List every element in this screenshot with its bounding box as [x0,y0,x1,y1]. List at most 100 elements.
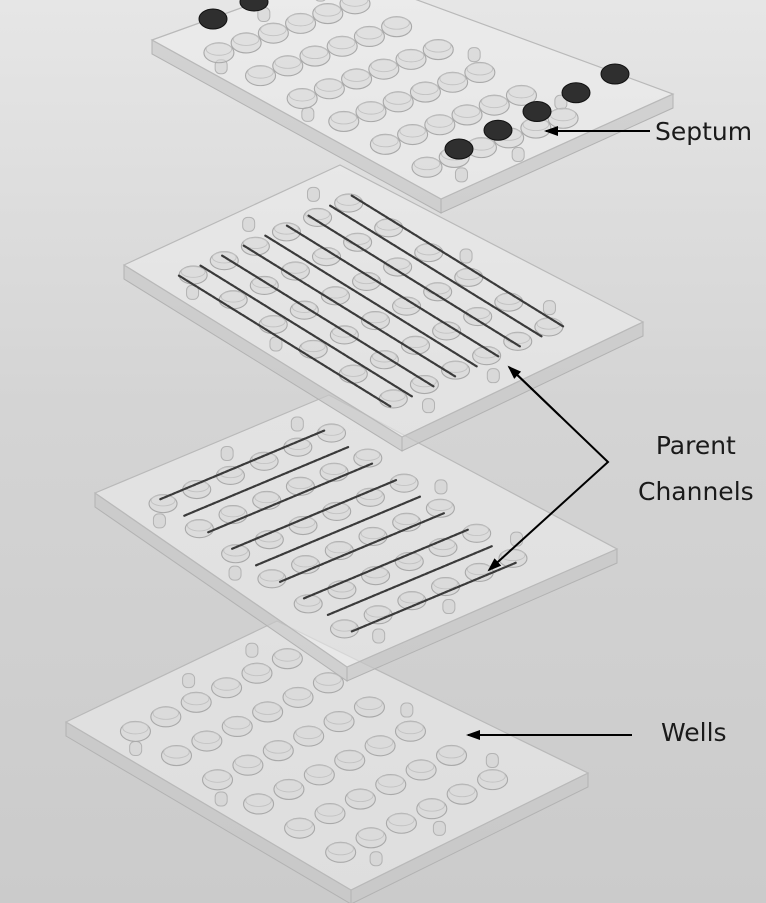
upper-plate-well [303,207,333,228]
wells-plate-well [262,740,294,762]
septum-plate-well-rim [205,42,233,56]
septum-plate-well [312,3,344,25]
lower-plate-parent-channel [278,512,445,583]
wells-layer [64,620,590,903]
wells-plate-well [334,749,366,771]
upper-plate-well-rim [363,311,388,324]
wells-plate-top [64,620,590,891]
wells-plate-well [201,769,234,791]
septum-plate-well-rim [301,46,329,60]
wells-plate-well [325,841,357,863]
lower-plate-parent-channel [207,462,374,534]
wells-plate-well-rim [388,813,415,827]
lower-plate-well-rim [220,505,246,518]
wells-plate-well-rim [407,760,435,773]
septum-plate-well [272,55,304,77]
upper-plate-well-rim [340,365,366,377]
wells-plate-well-rim [193,731,221,744]
septum-plate-alignment-pin [315,0,326,2]
wells-plate-alignment-pin [245,642,259,658]
lower-plate-well-rim [500,549,526,562]
upper-plate-alignment-pin [486,368,500,384]
septum-plate-well [313,78,345,100]
septum-plate-well-rim [508,85,535,99]
wells-plate-well-rim [418,798,445,812]
label-wells: Wells [661,718,727,747]
wells-plate-well-rim [152,706,180,720]
lower-plate-well-rim [218,466,243,479]
septum-plate-well-rim [425,39,452,53]
septum-layer [150,0,675,214]
septum-plate-well-rim [385,91,412,105]
wells-plate-well-rim [327,842,354,856]
septum-plate-alignment-pin [301,106,315,122]
parent-channels-arrow-upper [507,365,561,417]
upper-plate-well-rim [305,208,330,221]
upper-plate-well-rim [332,325,357,338]
wells-plate-well-rim [448,784,476,798]
septum-plate-well [285,12,317,34]
septum-plate-well-rim [357,101,385,115]
septum-plate-well [230,32,262,54]
septum-plate-well-rim [372,134,399,148]
wells-plate-well-rim [336,750,363,764]
wells-plate-well-rim [183,692,210,706]
septum-plug [198,8,228,30]
septum-plate-well [353,25,385,48]
lower-plate-parent-channel [326,545,493,616]
wells-plate-alignment-pin [485,752,499,768]
septum-plug [561,82,591,104]
lower-plate-well-rim [259,569,285,582]
upper-plate-well-rim [443,361,468,373]
wells-plate-well [293,725,325,747]
wells-plate-alignment-pin [129,741,143,757]
upper-plate-well-rim [394,297,419,309]
septum-plate-alignment-pin [511,146,525,162]
upper-plate-well-rim [380,389,406,402]
wells-plate-well [282,686,314,708]
septum-plate-well [478,94,510,116]
septum-plate-well [397,123,429,146]
wells-plate-well-rim [438,745,465,759]
lower-plate-top [93,394,619,668]
septum-plate-well-rim [399,124,426,138]
wells-plate-well-rim [357,827,385,841]
upper-plate-well-rim [434,321,459,334]
wells-plate-well [191,730,223,752]
septum-plate-well-rim [330,111,357,125]
lower-plate-well-rim [223,544,248,557]
upper-plate-parent-channel [242,244,457,378]
wells-plate-well-rim [397,721,424,735]
wells-plate-well-rim [366,735,394,749]
lower-plate-well-rim [285,438,311,450]
wells-plate-well-rim [243,663,271,677]
channel-layer-lower [93,394,619,682]
upper-plate-well-rim [412,375,437,388]
label-parent-line2: Channels [638,477,754,506]
upper-plate-alignment-pin [422,398,436,414]
septum-plate-well-rim [383,16,410,30]
lower-plate-well-rim [319,424,344,436]
upper-plate-parent-channel [177,274,392,408]
septum-plate-well [326,35,358,57]
lower-plate-parent-channel [183,446,350,517]
lower-plate-alignment-pin [434,479,448,495]
wells-plate-well [150,706,182,728]
wells-plate-well-rim [213,677,240,691]
upper-plate-parent-channel [350,194,565,328]
lower-plate-parent-channel [302,528,469,600]
septum-plate-well [437,71,469,93]
wells-plate-well [353,696,385,718]
lower-plate-alignment-pin [220,445,234,461]
upper-plate-parent-channel [199,264,413,398]
label-parent-channels: Parent Channels [638,423,754,515]
upper-plate-well-rim [283,262,308,274]
septum-plate-well [411,156,443,178]
wells-plate-well-rim [163,745,190,759]
wells-plate-well [314,803,346,825]
wells-plate-alignment-pin [369,851,383,867]
wells-plate-well-rim [122,721,149,735]
lower-plate-well-rim [326,541,352,554]
septum-plate-well [355,101,387,123]
